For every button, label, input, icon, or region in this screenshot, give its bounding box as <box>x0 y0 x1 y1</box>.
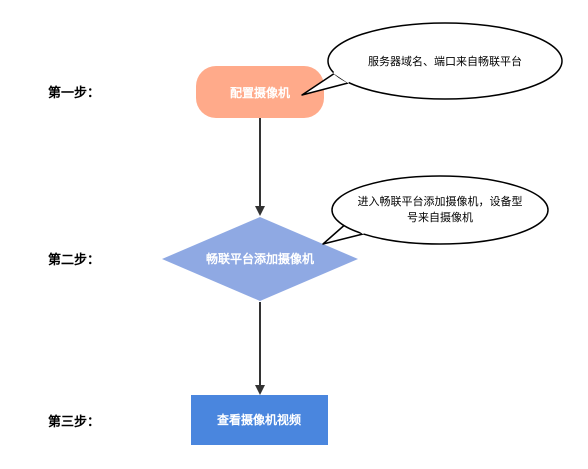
callout-1-tail <box>301 72 349 96</box>
step-label-1: 第一步： <box>48 85 100 101</box>
node-add-camera[interactable] <box>162 217 358 301</box>
callout-2-bubble <box>331 175 549 245</box>
node-configure-camera-label: 配置摄像机 <box>230 85 290 100</box>
callout-2-tail-join <box>346 219 365 235</box>
callout-2: 进入畅联平台添加摄像机，设备型 号来自摄像机 <box>322 175 549 245</box>
node-add-camera-label: 畅联平台添加摄像机 <box>206 251 314 266</box>
node-view-video-label: 查看摄像机视频 <box>216 412 301 427</box>
callout-2-text-line-1: 进入畅联平台添加摄像机，设备型 <box>358 194 523 208</box>
callout-1: 服务器域名、端口来自畅联平台 <box>301 22 563 100</box>
step-label-3: 第三步： <box>48 414 100 430</box>
node-view-video[interactable] <box>191 395 328 445</box>
callout-1-tail-join <box>333 70 350 84</box>
callout-1-text: 服务器域名、端口来自畅联平台 <box>368 54 522 68</box>
callout-2-text-line-2: 号来自摄像机 <box>407 210 473 224</box>
callout-1-bubble <box>327 22 563 100</box>
step-label-2: 第二步： <box>48 252 100 268</box>
node-configure-camera[interactable] <box>196 66 324 118</box>
